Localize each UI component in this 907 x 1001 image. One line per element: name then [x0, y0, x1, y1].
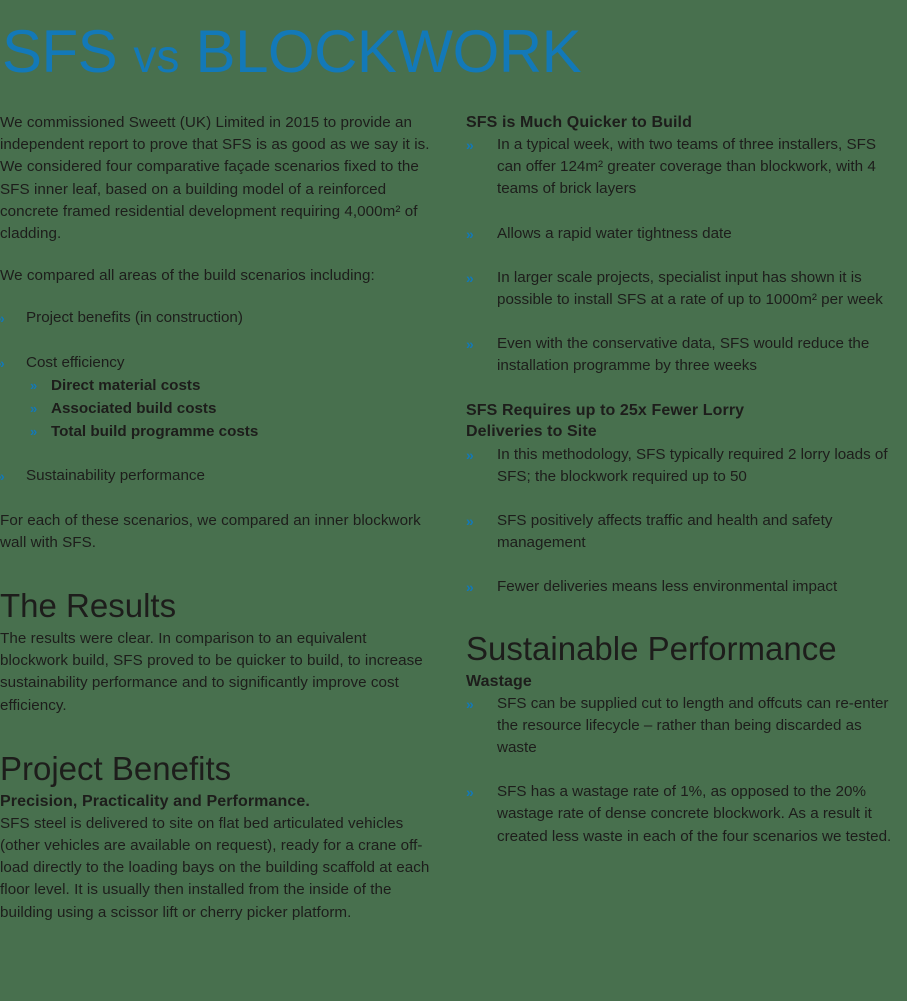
spacer [466, 378, 896, 400]
wastage-subheading: Wastage [466, 672, 532, 690]
guillemet-bullet-icon: » [30, 377, 38, 393]
sustainable-performance-heading: Sustainable Performance [466, 629, 837, 667]
list-item: » Cost efficiency » Direct material cost… [0, 352, 431, 444]
list-item-label: In this methodology, SFS typically requi… [497, 445, 888, 485]
guillemet-bullet-icon: » [466, 137, 474, 153]
right-column: SFS is Much Quicker to Build » In a typi… [453, 112, 906, 848]
quicker-to-build-heading: SFS is Much Quicker to Build [466, 114, 692, 131]
list-item-label: SFS has a wastage rate of 1%, as opposed… [497, 783, 892, 845]
list-item-label: Project benefits (in construction) [26, 309, 243, 327]
guillemet-bullet-icon: » [0, 465, 5, 487]
spacer [0, 737, 431, 749]
list-item: » SFS has a wastage rate of 1%, as oppos… [466, 781, 896, 848]
list-item: » Associated build costs [26, 398, 431, 420]
list-item: » Fewer deliveries means less environmen… [466, 576, 896, 598]
list-item: » Allows a rapid water tightness date [466, 223, 896, 245]
project-benefits-paragraph: SFS steel is delivered to site on flat b… [0, 814, 430, 921]
guillemet-bullet-icon: » [466, 695, 474, 712]
list-item: » Direct material costs [26, 375, 431, 397]
scenario-paragraph: For each of these scenarios, we compared… [0, 511, 421, 551]
guillemet-bullet-icon: » [466, 513, 474, 530]
wastage-bullet-list: » SFS can be supplied cut to length and … [466, 693, 896, 848]
guillemet-bullet-icon: » [466, 269, 474, 286]
guillemet-bullet-icon: » [466, 784, 474, 801]
list-item-label: Even with the conservative data, SFS wou… [497, 335, 870, 375]
list-item: » Total build programme costs [26, 421, 431, 443]
list-item-label: Sustainability performance [26, 467, 205, 485]
results-paragraph: The results were clear. In comparison to… [0, 630, 423, 714]
list-item: » In this methodology, SFS typically req… [466, 444, 896, 488]
guillemet-bullet-icon: » [466, 446, 474, 463]
spacer [0, 574, 431, 586]
intro-paragraph: We commissioned Sweett (UK) Limited in 2… [0, 114, 430, 243]
list-item-label: SFS can be supplied cut to length and of… [497, 694, 889, 757]
guillemet-bullet-icon: » [0, 352, 5, 374]
list-item: » In larger scale projects, specialist i… [466, 267, 896, 311]
list-item-label: Allows a rapid water tightness date [497, 224, 732, 242]
guillemet-bullet-icon: » [30, 424, 38, 440]
cost-efficiency-sublist: » Direct material costs » Associated bui… [26, 375, 431, 444]
spacer [0, 488, 431, 510]
title-part-sfs: SFS [2, 18, 118, 85]
list-item-label: Associated build costs [51, 400, 217, 418]
quicker-to-build-bullet-list: » In a typical week, with two teams of t… [466, 134, 896, 378]
compare-bullet-list: » Project benefits (in construction) » C… [0, 307, 431, 487]
title-part-blockwork: BLOCKWORK [195, 18, 582, 85]
page-title: SFS vs BLOCKWORK [0, 8, 907, 82]
spacer [466, 599, 896, 629]
masthead: SFS vs BLOCKWORK [0, 0, 907, 112]
list-item: » Even with the conservative data, SFS w… [466, 333, 896, 377]
title-vs: vs [133, 30, 180, 82]
list-item: » SFS can be supplied cut to length and … [466, 693, 896, 760]
project-benefits-heading: Project Benefits [0, 749, 232, 787]
lorry-deliveries-bullet-list: » In this methodology, SFS typically req… [466, 444, 896, 599]
lorry-deliveries-heading: SFS Requires up to 25x Fewer Lorry Deliv… [466, 400, 896, 443]
project-benefits-subheading: Precision, Practicality and Performance. [0, 792, 310, 810]
list-item-label: SFS positively affects traffic and healt… [497, 512, 833, 552]
lorry-heading-line-2: Deliveries to Site [466, 423, 597, 441]
list-item-label: Total build programme costs [51, 423, 259, 441]
results-heading: The Results [0, 587, 177, 625]
content-columns: We commissioned Sweett (UK) Limited in 2… [0, 112, 907, 924]
compare-lead-paragraph: We compared all areas of the build scena… [0, 267, 375, 285]
left-column: We commissioned Sweett (UK) Limited in 2… [0, 112, 453, 924]
list-item-label: Cost efficiency [26, 353, 125, 371]
list-item: » SFS positively affects traffic and hea… [466, 510, 896, 554]
list-item-label: In larger scale projects, specialist inp… [497, 268, 883, 309]
guillemet-bullet-icon: » [0, 307, 5, 329]
guillemet-bullet-icon: » [466, 225, 474, 242]
list-item-label: Fewer deliveries means less environmenta… [497, 578, 838, 596]
guillemet-bullet-icon: » [466, 579, 474, 596]
guillemet-bullet-icon: » [466, 336, 474, 353]
list-item-label: In a typical week, with two teams of thr… [497, 136, 876, 198]
list-item-label: Direct material costs [51, 376, 201, 394]
guillemet-bullet-icon: » [30, 401, 38, 417]
list-item: » Sustainability performance [0, 465, 431, 487]
lorry-heading-line-1: SFS Requires up to 25x Fewer Lorry [466, 401, 745, 419]
list-item: » In a typical week, with two teams of t… [466, 134, 896, 201]
list-item: » Project benefits (in construction) [0, 307, 431, 329]
